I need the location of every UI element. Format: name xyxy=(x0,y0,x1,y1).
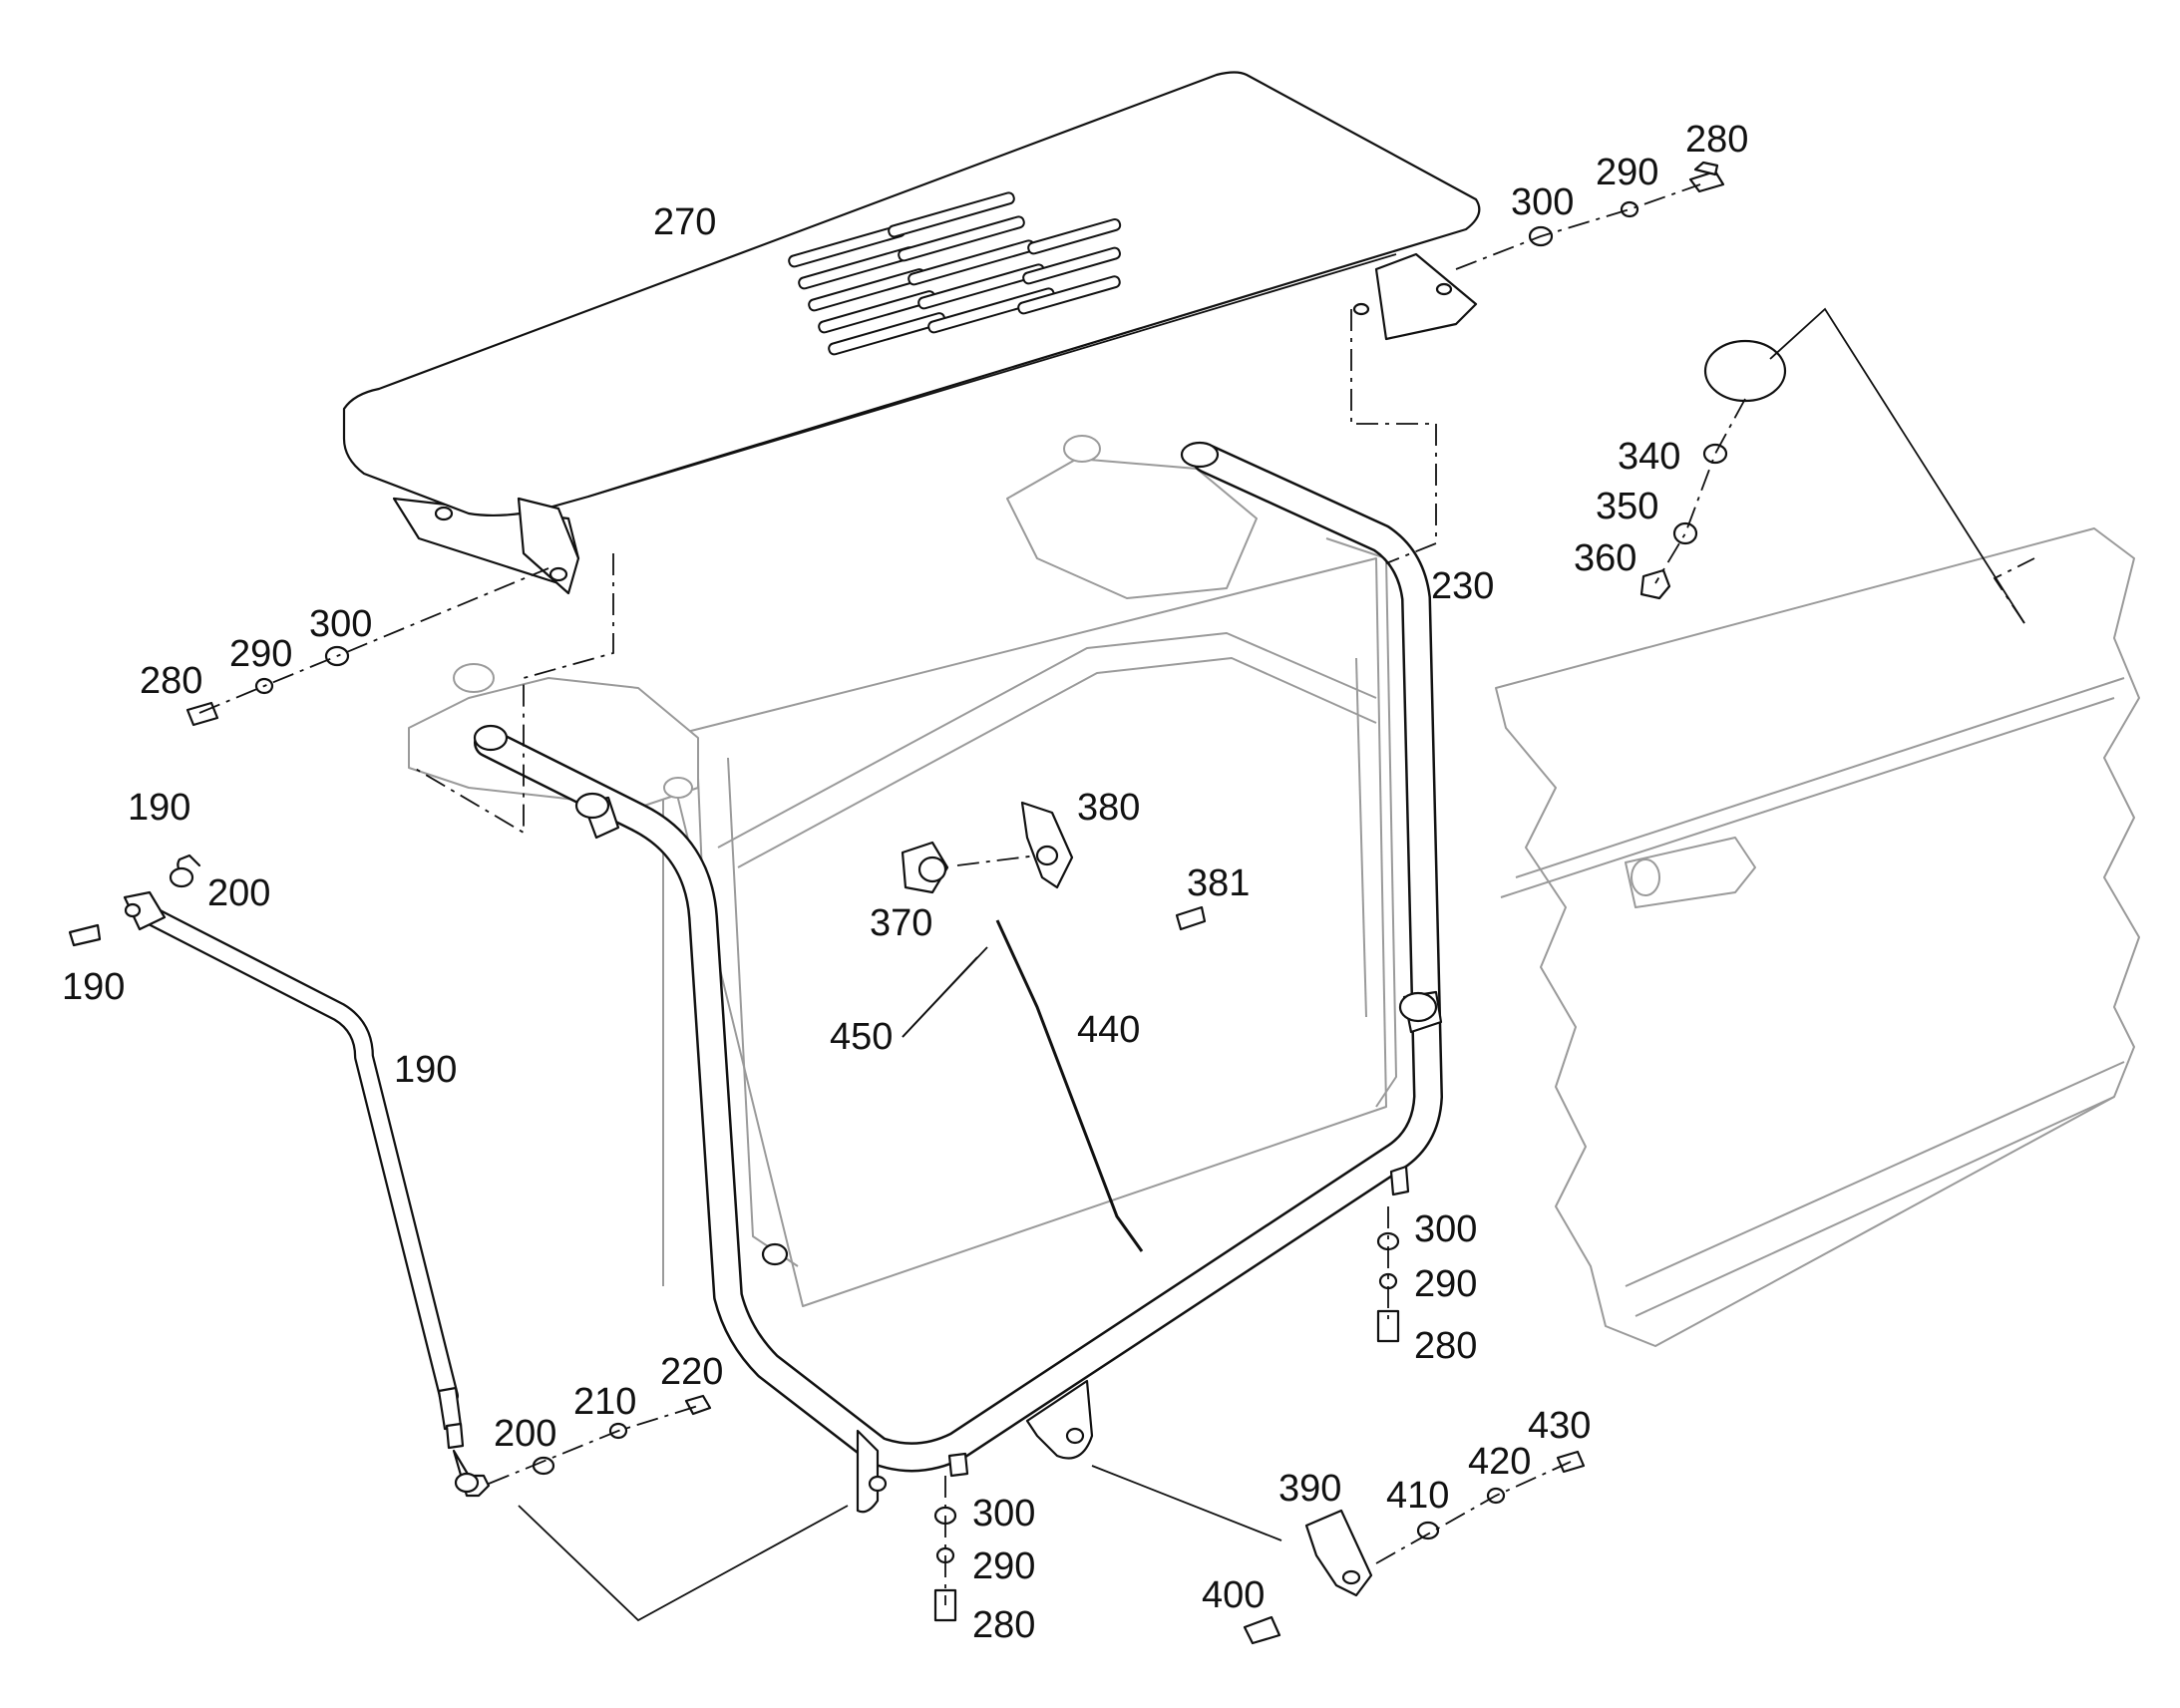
callout-220: 220 xyxy=(660,1351,723,1393)
callout-290: 290 xyxy=(1414,1263,1477,1305)
callout-190: 190 xyxy=(62,966,125,1008)
callout-280: 280 xyxy=(1685,119,1748,161)
door-panel xyxy=(1495,527,2140,1347)
callout-360: 360 xyxy=(1574,537,1636,579)
callout-210: 210 xyxy=(573,1381,636,1423)
callout-300: 300 xyxy=(1511,181,1574,223)
callout-410: 410 xyxy=(1386,1475,1449,1517)
fasteners xyxy=(185,161,1787,1645)
callout-290: 290 xyxy=(229,633,292,675)
callout-390: 390 xyxy=(1278,1468,1341,1510)
callout-350: 350 xyxy=(1596,486,1658,527)
callout-290: 290 xyxy=(1596,152,1658,193)
callout-200: 200 xyxy=(207,872,270,914)
callout-440: 440 xyxy=(1077,1009,1140,1051)
callout-430: 430 xyxy=(1528,1405,1591,1447)
top-cover-panel xyxy=(342,71,1481,595)
callout-300: 300 xyxy=(972,1493,1035,1535)
callout-450: 450 xyxy=(830,1016,893,1058)
background-frame-structure xyxy=(408,435,1397,1307)
callout-280: 280 xyxy=(140,660,202,702)
tube-frame xyxy=(473,441,1443,1514)
callout-370: 370 xyxy=(870,902,932,944)
callout-300: 300 xyxy=(309,603,372,645)
callout-190: 190 xyxy=(128,787,190,829)
callout-270: 270 xyxy=(653,201,716,243)
callout-381: 381 xyxy=(1187,862,1250,904)
callout-190: 190 xyxy=(394,1049,457,1091)
cover-vent-slots xyxy=(788,191,1122,356)
assembly-lines xyxy=(198,183,2035,1605)
callout-400: 400 xyxy=(1202,1574,1265,1616)
callout-230: 230 xyxy=(1431,565,1494,607)
leader-lines xyxy=(518,946,1282,1622)
callout-300: 300 xyxy=(1414,1208,1477,1250)
callout-280: 280 xyxy=(972,1604,1035,1646)
callout-290: 290 xyxy=(972,1545,1035,1587)
callout-340: 340 xyxy=(1618,436,1680,478)
callout-420: 420 xyxy=(1468,1441,1531,1483)
callout-labels: 270 300 290 280 340 350 360 230 280 290 … xyxy=(62,119,1748,1646)
callout-380: 380 xyxy=(1077,787,1140,829)
gas-strut xyxy=(68,854,491,1498)
callout-280: 280 xyxy=(1414,1325,1477,1367)
callout-200: 200 xyxy=(494,1413,556,1455)
